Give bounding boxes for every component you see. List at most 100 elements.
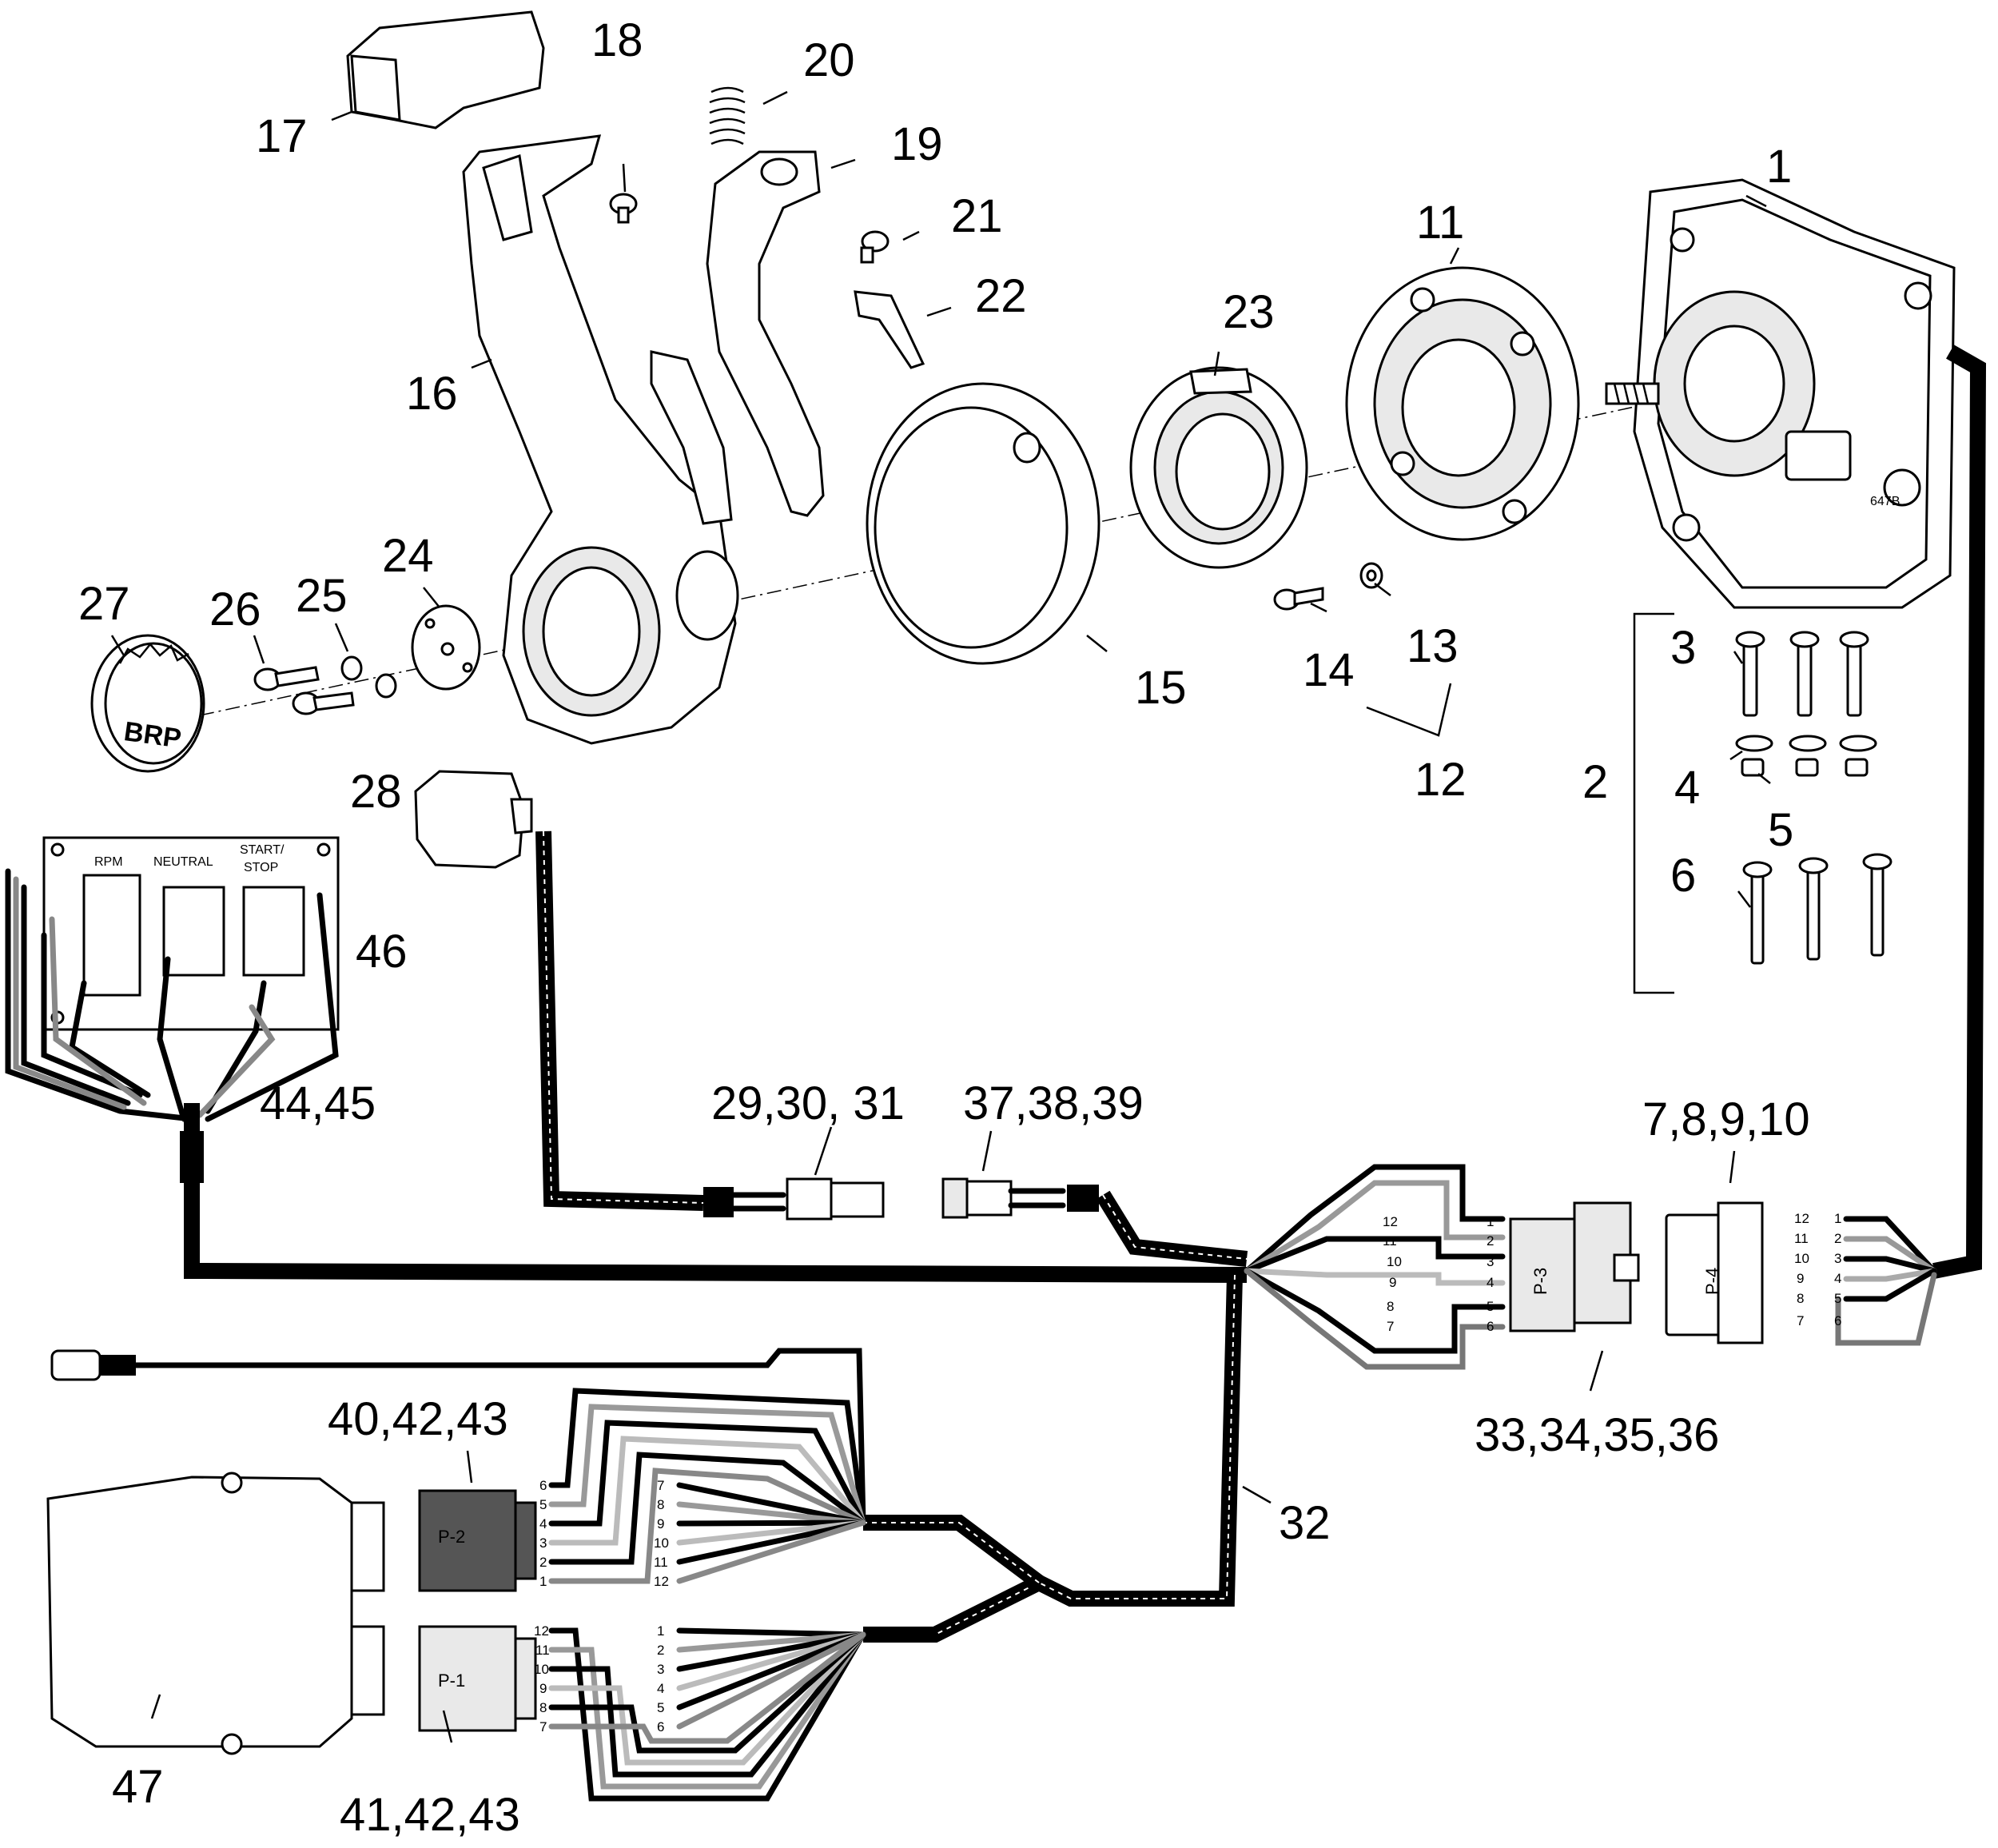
pin-label: 4 [657, 1681, 664, 1696]
pin-labels-p2: 6 5 4 3 2 1 7 8 9 10 11 12 [539, 1478, 669, 1589]
part-16-handle [462, 134, 739, 745]
part-4-washers [1735, 735, 1877, 752]
pin-label: 7 [1387, 1319, 1394, 1334]
callout-2: 2 [1582, 756, 1608, 808]
callout-12: 12 [1415, 754, 1467, 806]
pin-label: 9 [1389, 1275, 1396, 1290]
part-3-bolts [1735, 631, 1869, 717]
leader-lines [110, 90, 1771, 1743]
callout-6: 6 [1670, 850, 1696, 902]
callout-13: 13 [1407, 620, 1459, 672]
pin-label: 6 [657, 1719, 664, 1734]
pin-label: 12 [534, 1623, 549, 1639]
part-27-logo-cap: BRP [90, 634, 205, 773]
inline-connector-29-31 [703, 1177, 885, 1221]
part-13-washer [1359, 562, 1383, 589]
part-22-clip [854, 290, 925, 369]
callout-21: 21 [951, 190, 1003, 242]
p3-wire-fan [1244, 1164, 1506, 1370]
pin-label: 11 [1794, 1231, 1809, 1246]
part-1-housing: 647B [1605, 178, 1956, 609]
pin-label: 1 [657, 1623, 664, 1639]
part-15-bezel [866, 382, 1100, 665]
pin-labels-p3: 12 11 10 9 8 7 1 2 3 4 5 6 [1383, 1214, 1494, 1334]
callout-25: 25 [296, 570, 348, 622]
callout-37-39: 37,38,39 [963, 1077, 1144, 1129]
pin-label: 4 [1487, 1275, 1494, 1290]
pin-label: 7 [657, 1478, 664, 1493]
p3-label: P-3 [1530, 1268, 1550, 1295]
pin-label: 5 [1487, 1299, 1494, 1314]
pin-label: 2 [539, 1555, 547, 1570]
housing-stamp: 647B [1870, 495, 1900, 508]
callout-5: 5 [1768, 804, 1793, 856]
p3-connector: P-3 [1509, 1201, 1640, 1332]
part-17-grip-cap [346, 10, 545, 129]
callout-3: 3 [1670, 622, 1696, 674]
pin-label: 12 [1383, 1214, 1398, 1229]
pin-label: 1 [1834, 1211, 1841, 1226]
callout-15: 15 [1135, 662, 1187, 714]
p1-wire-fan [548, 1627, 866, 1802]
callout-27: 27 [78, 578, 130, 630]
callout-47: 47 [112, 1761, 164, 1813]
part-14-screw [1273, 587, 1324, 611]
pin-label: 9 [657, 1516, 664, 1531]
panel-label-startstop-2: STOP [244, 861, 278, 874]
callout-20: 20 [803, 34, 855, 86]
part-24-disc [411, 604, 481, 691]
callout-40-43: 40,42,43 [328, 1393, 508, 1445]
pin-label: 9 [1797, 1271, 1804, 1286]
part-18-screw [609, 193, 638, 224]
callout-18: 18 [591, 14, 643, 66]
pin-label: 7 [539, 1719, 547, 1734]
main-harness [180, 345, 1987, 1643]
pin-label: 4 [539, 1516, 547, 1531]
pin-label: 2 [1834, 1231, 1841, 1246]
p2-label: P-2 [438, 1527, 465, 1547]
callout-28: 28 [350, 766, 402, 818]
part-5-nuts [1741, 758, 1869, 777]
callout-1: 1 [1766, 141, 1792, 193]
pin-label: 3 [1487, 1254, 1494, 1269]
pin-label: 11 [1383, 1233, 1397, 1249]
p4-connector: P-4 [1665, 1201, 1764, 1344]
p4-wire-fan [1835, 1216, 1937, 1346]
pin-label: 6 [1834, 1313, 1841, 1328]
callout-46: 46 [356, 926, 408, 978]
pin-label: 8 [1797, 1291, 1804, 1306]
pin-label: 6 [539, 1478, 547, 1493]
pin-label: 7 [1797, 1313, 1804, 1328]
callout-41-43: 41,42,43 [340, 1789, 520, 1841]
panel-label-neutral: NEUTRAL [153, 855, 213, 869]
p1-label: P-1 [438, 1671, 465, 1691]
sensor-cable [50, 1348, 866, 1526]
part-20-spring [709, 86, 746, 145]
neutral-plate [650, 350, 733, 525]
pin-label: 1 [539, 1574, 547, 1589]
part-6-long-bolts [1742, 853, 1893, 965]
callout-14: 14 [1303, 644, 1355, 696]
pin-label: 6 [1487, 1319, 1494, 1334]
callout-17: 17 [256, 110, 308, 162]
pin-label: 4 [1834, 1271, 1841, 1286]
pin-label: 2 [657, 1643, 664, 1658]
callout-23: 23 [1223, 286, 1275, 338]
pin-label: 3 [657, 1662, 664, 1677]
callout-33-36: 33,34,35,36 [1475, 1409, 1719, 1461]
pin-label: 8 [657, 1497, 664, 1512]
part-25-lockwasher [340, 655, 397, 699]
callout-16: 16 [406, 368, 458, 420]
pin-label: 8 [539, 1700, 547, 1715]
part-2-hardware-kit [1633, 612, 1893, 994]
panel-label-rpm: RPM [94, 855, 123, 869]
pin-label: 5 [657, 1700, 664, 1715]
part-46-switch-panel: RPM NEUTRAL START/ STOP [5, 836, 340, 1122]
pin-label: 1 [1487, 1214, 1494, 1229]
pin-label: 2 [1487, 1233, 1494, 1249]
panel-label-startstop-1: START/ [240, 843, 285, 857]
pin-label: 11 [654, 1555, 668, 1570]
pin-label: 8 [1387, 1299, 1394, 1314]
part-28-button [414, 770, 533, 869]
pin-label: 12 [1794, 1211, 1809, 1226]
